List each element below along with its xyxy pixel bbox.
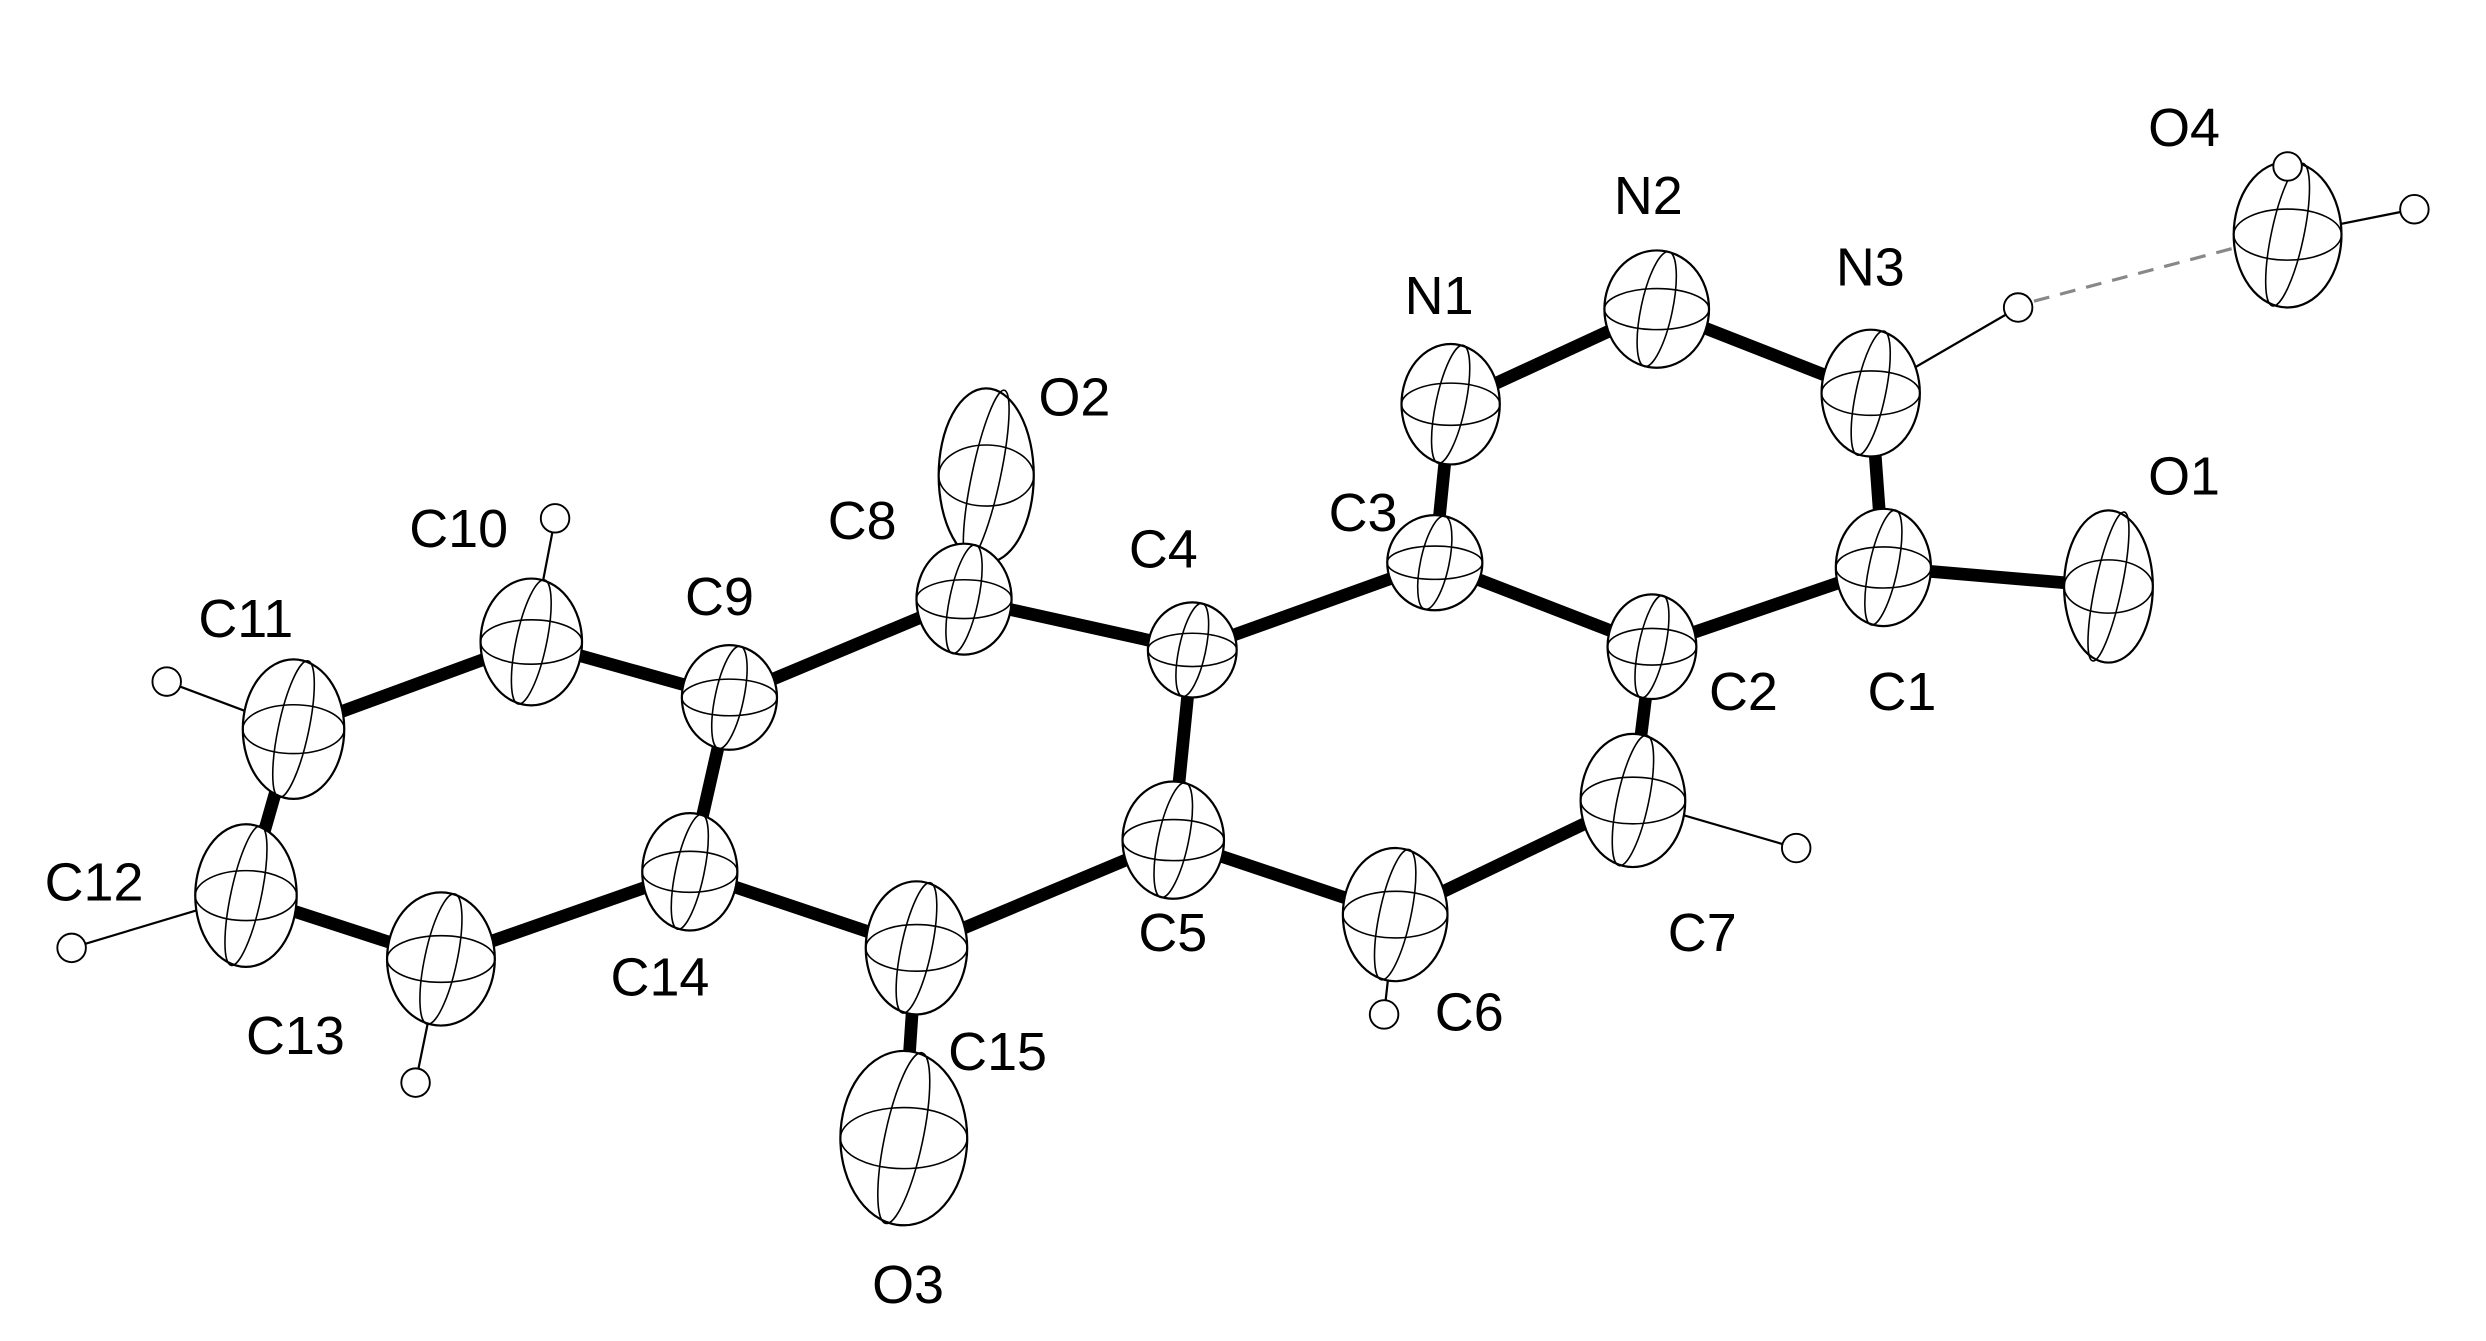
hydrogen-atom-on-o4 [2399, 194, 2430, 225]
hydrogen-atom-on-c7 [1780, 832, 1812, 864]
label-c7: C7 [1668, 903, 1737, 963]
label-o1: O1 [2148, 447, 2220, 507]
label-n3: N3 [1836, 237, 1905, 297]
bonds-layer [239, 303, 2110, 1139]
atom-c3 [1386, 514, 1484, 612]
hydrogen-atom-on-c6 [1368, 999, 1400, 1030]
label-n1: N1 [1405, 266, 1474, 326]
atom-n3 [1820, 328, 1921, 458]
hydrogen-bond-dashed [2033, 245, 2238, 303]
label-n2: N2 [1614, 166, 1683, 226]
hydrogen-atom-on-n3 [2002, 292, 2034, 323]
hydrogen-atom-on-c10 [539, 503, 571, 534]
label-c11: C11 [198, 589, 293, 649]
atom-c8 [915, 542, 1013, 656]
label-c4: C4 [1129, 519, 1198, 579]
atom-c13 [385, 891, 496, 1027]
atom-n2 [1603, 249, 1711, 369]
atom-o1 [2062, 509, 2154, 664]
atom-c11 [241, 658, 346, 801]
atom-c5 [1121, 780, 1226, 900]
atom-c2 [1606, 593, 1698, 701]
label-c14: C14 [611, 947, 710, 1007]
atom-o2 [937, 387, 1035, 564]
label-c8: C8 [828, 491, 897, 551]
atom-c7 [1579, 732, 1687, 869]
hydrogen-atom-on-c12 [56, 932, 87, 964]
atom-n1 [1400, 342, 1501, 466]
label-c9: C9 [685, 567, 754, 627]
atoms-layer [56, 151, 2430, 1227]
atom-o3 [839, 1049, 969, 1227]
atom-o4 [2232, 160, 2343, 309]
atom-c1 [1834, 507, 1933, 628]
hydrogen-atom-on-c13 [400, 1067, 431, 1098]
hydrogen-atom-on-c11 [151, 666, 182, 697]
label-c5: C5 [1138, 903, 1207, 963]
atom-c14 [641, 812, 739, 932]
atom-c4 [1146, 601, 1238, 699]
label-c13: C13 [246, 1006, 345, 1066]
label-c10: C10 [409, 499, 508, 559]
atom-c12 [194, 823, 298, 969]
label-c1: C1 [1868, 662, 1937, 722]
atom-c9 [680, 644, 779, 751]
label-c2: C2 [1709, 662, 1778, 722]
label-o2: O2 [1039, 367, 1111, 427]
atom-c6 [1341, 846, 1449, 983]
label-o4: O4 [2148, 98, 2220, 158]
hydrogen-atom-on-o4 [2272, 151, 2303, 182]
label-c12: C12 [45, 852, 144, 912]
label-c3: C3 [1329, 483, 1398, 543]
label-c6: C6 [1435, 982, 1504, 1042]
label-o3: O3 [872, 1255, 944, 1315]
atom-c15 [864, 880, 969, 1016]
label-c15: C15 [948, 1022, 1047, 1082]
atom-c10 [479, 577, 584, 707]
